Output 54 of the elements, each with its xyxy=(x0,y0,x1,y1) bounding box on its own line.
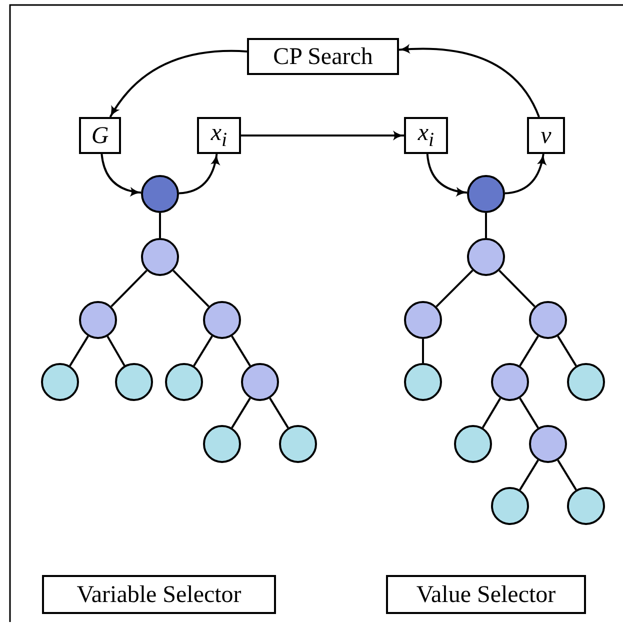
tree-branch xyxy=(422,339,424,363)
tree-node-circle xyxy=(141,238,179,276)
box-label: Value Selector xyxy=(416,582,556,606)
tree-branch xyxy=(485,213,487,238)
variable-label: x$_{i}$ xyxy=(210,121,228,150)
tree-branch xyxy=(193,336,213,366)
tree-node-circle xyxy=(529,425,567,463)
tree-branch xyxy=(159,213,161,238)
tree-branch xyxy=(498,270,536,308)
tree-node-circle xyxy=(79,301,117,339)
leaf-node-circle xyxy=(567,363,605,401)
tree-branch xyxy=(482,398,502,428)
tree-node-circle xyxy=(241,363,279,401)
label-box xyxy=(42,575,276,614)
tree-node-circle xyxy=(467,238,505,276)
label-box xyxy=(79,117,121,154)
root-node-circle xyxy=(467,175,505,213)
leaf-node-circle xyxy=(203,425,241,463)
label-box xyxy=(386,575,586,614)
label-box xyxy=(527,117,565,154)
leaf-node-circle xyxy=(279,425,317,463)
label-box xyxy=(197,117,241,154)
leaf-node-circle xyxy=(567,487,605,525)
variable-label: v xyxy=(540,124,552,148)
tree-branch xyxy=(557,336,577,366)
leaf-node-circle xyxy=(41,363,79,401)
tree-branch xyxy=(519,336,539,366)
tree-branch xyxy=(172,270,210,308)
tree-branch xyxy=(110,270,148,308)
tree-branch xyxy=(269,398,289,428)
leaf-node-circle xyxy=(115,363,153,401)
tree-node-circle xyxy=(491,363,529,401)
tree-branch xyxy=(231,398,251,428)
leaf-node-circle xyxy=(404,363,442,401)
tree-node-circle xyxy=(404,301,442,339)
tree-branch xyxy=(436,270,474,308)
variable-label: G xyxy=(91,124,109,148)
label-box xyxy=(404,117,448,154)
tree-branch xyxy=(519,460,539,490)
leaf-node-circle xyxy=(454,425,492,463)
box-label: CP Search xyxy=(273,44,373,68)
leaf-node-circle xyxy=(165,363,203,401)
tree-branch xyxy=(69,336,89,366)
tree-node-circle xyxy=(529,301,567,339)
root-node-circle xyxy=(141,175,179,213)
label-box xyxy=(247,38,399,75)
tree-branch xyxy=(557,460,577,490)
variable-label: x$_{i}$ xyxy=(418,121,434,150)
tree-node-circle xyxy=(203,301,241,339)
leaf-node-circle xyxy=(491,487,529,525)
box-label: Variable Selector xyxy=(76,582,242,606)
tree-branch xyxy=(231,336,251,366)
tree-branch xyxy=(519,398,539,428)
tree-branch xyxy=(106,336,126,366)
